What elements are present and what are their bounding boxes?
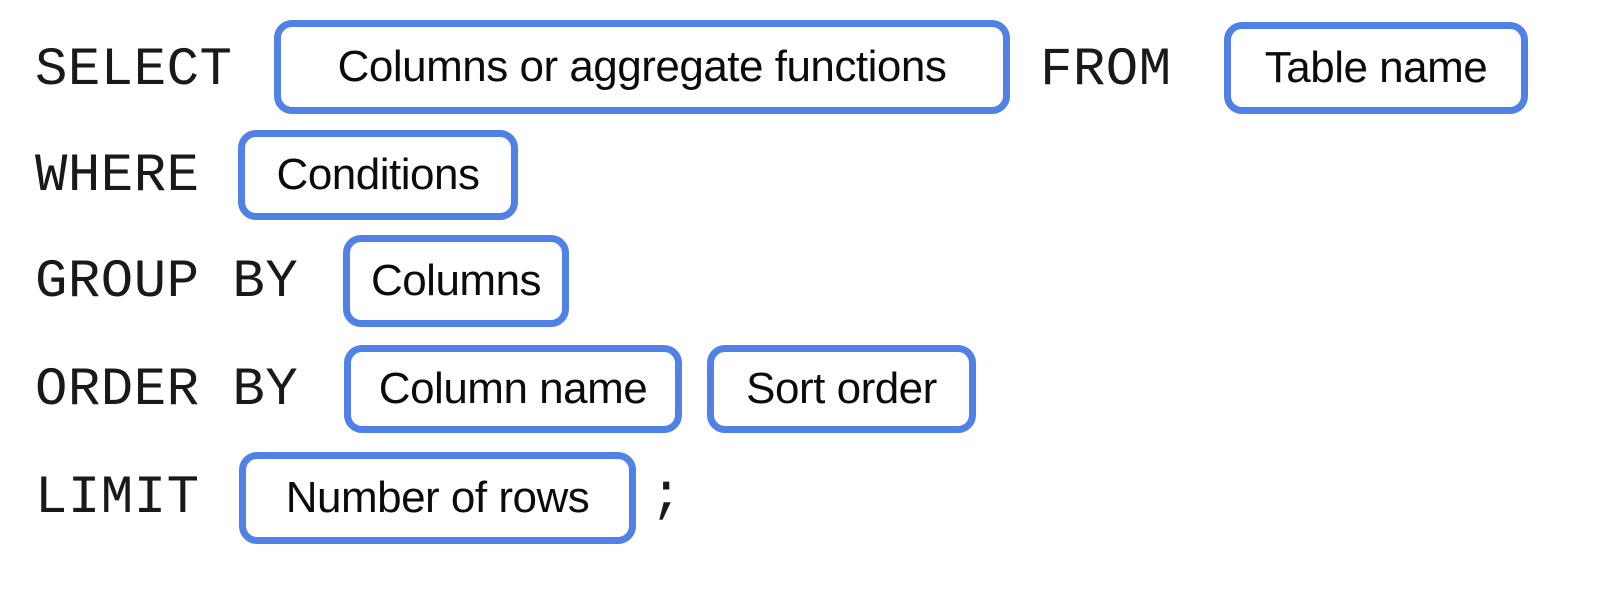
keyword-group-by: GROUP BY <box>35 252 299 313</box>
clause-row-where: WHERE Conditions <box>0 130 1600 222</box>
clause-row-limit: LIMIT Number of rows ; <box>0 452 1600 544</box>
keyword-from: FROM <box>1040 40 1172 101</box>
clause-row-group-by: GROUP BY Columns <box>0 235 1600 327</box>
keyword-order-by: ORDER BY <box>35 360 299 421</box>
keyword-limit: LIMIT <box>35 468 200 529</box>
slot-label-limit-number-of-rows: Number of rows <box>285 473 590 522</box>
slot-label-where-conditions: Conditions <box>276 150 480 199</box>
slot-from-table-name[interactable]: Table name <box>1224 22 1528 114</box>
clause-row-order-by: ORDER BY Column name Sort order <box>0 345 1600 435</box>
clause-row-select: SELECT Columns or aggregate functions FR… <box>0 20 1600 114</box>
slot-label-from-table-name: Table name <box>1264 43 1488 92</box>
slot-where-conditions[interactable]: Conditions <box>238 130 518 220</box>
slot-label-group-by-columns: Columns <box>370 256 542 305</box>
statement-terminator-semicolon: ; <box>650 466 683 527</box>
slot-label-order-by-column-name: Column name <box>378 364 648 413</box>
slot-label-order-by-sort-order: Sort order <box>746 364 937 413</box>
keyword-where: WHERE <box>35 146 200 207</box>
slot-label-select-columns: Columns or aggregate functions <box>337 42 947 91</box>
keyword-select: SELECT <box>35 40 233 101</box>
slot-select-columns[interactable]: Columns or aggregate functions <box>274 20 1010 114</box>
slot-limit-number-of-rows[interactable]: Number of rows <box>239 452 636 544</box>
slot-order-by-sort-order[interactable]: Sort order <box>707 345 976 433</box>
slot-order-by-column-name[interactable]: Column name <box>344 345 682 433</box>
slot-group-by-columns[interactable]: Columns <box>343 235 569 327</box>
